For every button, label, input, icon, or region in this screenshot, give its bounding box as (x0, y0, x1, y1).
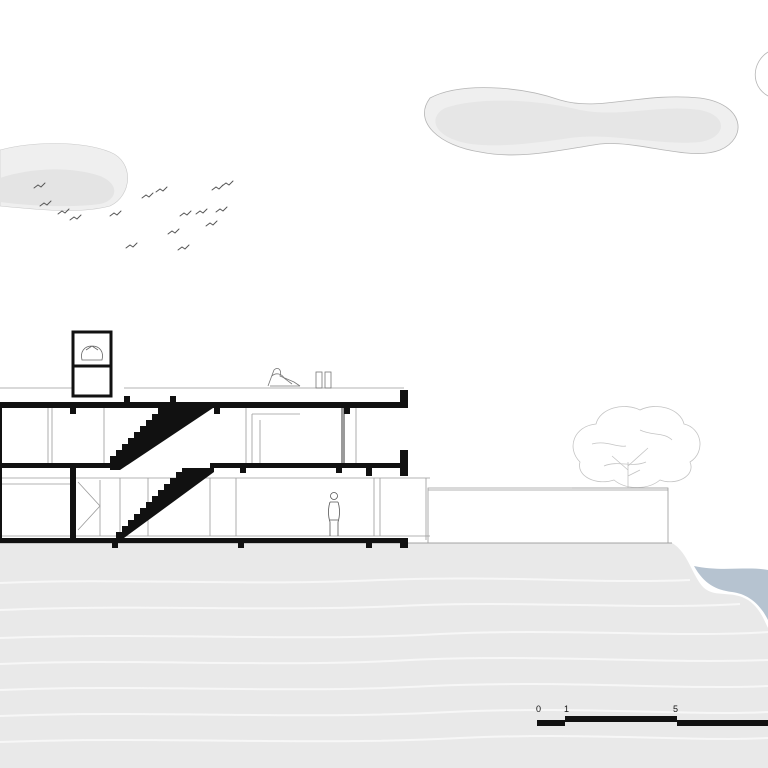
ground-floor-slab (0, 538, 406, 543)
cloud-far-right (754, 51, 768, 97)
bird (215, 206, 228, 213)
bird (179, 210, 192, 217)
stair-lower-flight (116, 468, 214, 538)
birds (33, 180, 234, 251)
bird (177, 244, 190, 251)
roof-planters (315, 371, 332, 389)
bird (57, 208, 70, 215)
scale-label-5: 5 (673, 704, 678, 714)
first-floor-slab-right (210, 463, 406, 468)
scale-label-1: 1 (564, 704, 569, 714)
bird (33, 182, 46, 189)
scale-label-0: 0 (536, 704, 541, 714)
ground (0, 542, 768, 768)
fireplace-icon (81, 345, 103, 361)
chimney (71, 330, 113, 398)
bird (167, 228, 180, 235)
site-wall (427, 487, 669, 543)
ground-mass (0, 543, 768, 768)
roof-lounge-chair (267, 368, 301, 387)
clouds (0, 51, 768, 211)
bird (195, 208, 208, 215)
bird (205, 220, 218, 227)
bird (109, 210, 122, 217)
water-body (694, 566, 768, 620)
ground-strata (0, 577, 768, 743)
building-section (0, 330, 430, 548)
cloud-right-inner (435, 100, 722, 146)
bird (141, 192, 154, 199)
scale-segment-1-5 (565, 716, 677, 722)
cloud-left-inner (0, 169, 115, 207)
scale-segment-0-1 (537, 720, 565, 726)
stair-upper-flight (110, 396, 216, 470)
scale-bar: 0 1 5 (536, 704, 768, 726)
human-figure (328, 492, 340, 536)
tree (572, 406, 701, 489)
bird (221, 180, 234, 187)
load-bearing-wall (70, 470, 76, 542)
scale-segment-5-plus (677, 720, 768, 726)
bird (211, 184, 224, 191)
bird (39, 200, 52, 207)
bird (155, 186, 168, 193)
bird (125, 242, 138, 249)
bird (69, 214, 82, 221)
first-floor-slab (0, 463, 110, 468)
glass-mullion (341, 404, 345, 464)
